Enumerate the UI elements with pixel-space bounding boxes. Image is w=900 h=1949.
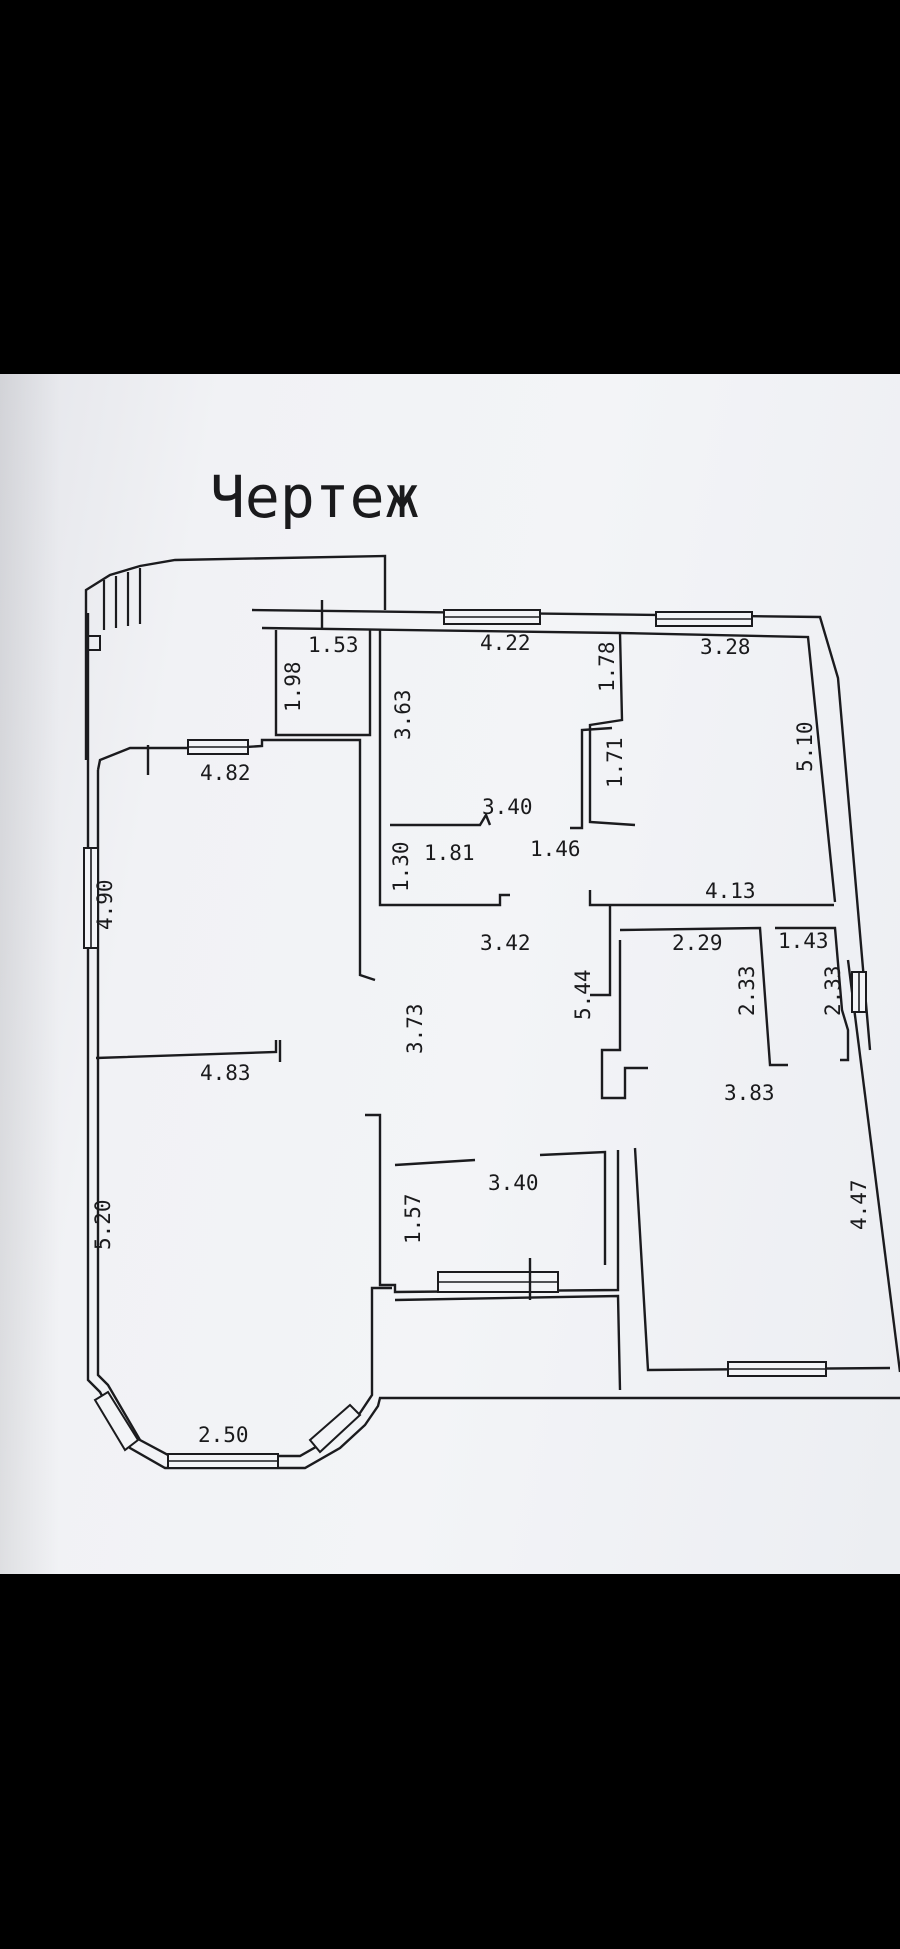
floor-plan-drawing: Чертеж [83,463,900,1470]
wall-small-rooms-2 [600,940,648,1100]
dim-label: 3.83 [724,1081,775,1105]
dim-label: 3.40 [488,1171,539,1195]
window-bay-right [308,1403,362,1454]
window-bay-bottom [167,1453,279,1469]
exterior-walls [86,608,900,1470]
wall-kitchen [588,890,834,907]
dim-label: 1.81 [424,841,475,865]
window-top-2 [655,611,753,627]
dim-label: 2.50 [198,1423,249,1447]
dim-label: 1.98 [281,661,305,712]
window-living-top [187,739,249,755]
dim-label: 1.57 [401,1193,425,1244]
wall-bath-top [588,632,636,827]
dim-label: 1.53 [308,633,359,657]
bottom-black-band [0,1574,900,1949]
dim-label: 3.40 [482,795,533,819]
outer-wall-left [86,613,900,1470]
wall-living-divider [95,1040,278,1060]
inner-wall-top [261,626,837,903]
dim-label: 5.20 [91,1199,115,1250]
window-right-small [851,971,867,1013]
outer-wall-top [251,608,872,1051]
wall-bath-inner [570,726,613,830]
dim-label: 1.43 [778,929,829,953]
wall-lower-hall [365,1113,620,1294]
inner-wall-left [96,770,392,1458]
outer-wall-right [846,959,900,1373]
window-top-1 [443,609,541,625]
windows [83,609,867,1469]
dim-label: 2.29 [672,931,723,955]
wall-bottom-room [394,1294,622,1391]
dim-label: 1.46 [530,837,581,861]
top-black-band [0,0,900,374]
window-bottom-right [727,1361,827,1377]
dim-label: 5.44 [571,969,595,1020]
dim-label: 5.10 [793,721,817,772]
window-left [83,847,99,949]
dim-label: 4.82 [200,761,251,785]
dim-label: 3.42 [480,931,531,955]
dim-label: 3.73 [403,1003,427,1054]
porch-post [85,635,101,651]
wall-living-top [96,738,376,982]
wall-bath-lower [394,1158,476,1167]
wall-small-closet [274,630,372,737]
drawing-title: Чертеж [210,463,420,531]
wall-small-room-right [775,926,850,1062]
dimension-labels: 1.53 1.98 3.63 4.22 1.78 3.28 5.10 1.71 … [91,631,871,1447]
wall-small-rooms [619,926,788,1067]
dim-label: 4.47 [847,1179,871,1230]
dim-label: 4.90 [93,879,117,930]
dim-label: 3.63 [391,689,415,740]
wall-hall-left [378,630,510,907]
dim-label: 4.13 [705,879,756,903]
dim-label: 1.78 [595,641,619,692]
interior-walls [95,630,891,1391]
dim-label: 1.30 [389,841,413,892]
door-marks [146,600,532,1300]
paper-edge-shadow [0,374,60,1574]
window-lower-hall [437,1271,559,1293]
dim-label: 4.83 [200,1061,251,1085]
wall-bath-lower-right [539,1150,607,1265]
porch-outline [84,554,387,610]
entrance-porch [84,554,387,760]
paper-sheet: Чертеж [0,374,900,1574]
dim-label: 2.33 [735,965,759,1016]
dim-label: 4.22 [480,631,531,655]
dim-label: 1.71 [603,737,627,788]
dim-label: 3.28 [700,635,751,659]
window-bay-left [93,1390,140,1452]
wall-mid-pass [390,812,492,827]
dim-label: 2.33 [821,965,845,1016]
wall-corridor [590,905,612,997]
